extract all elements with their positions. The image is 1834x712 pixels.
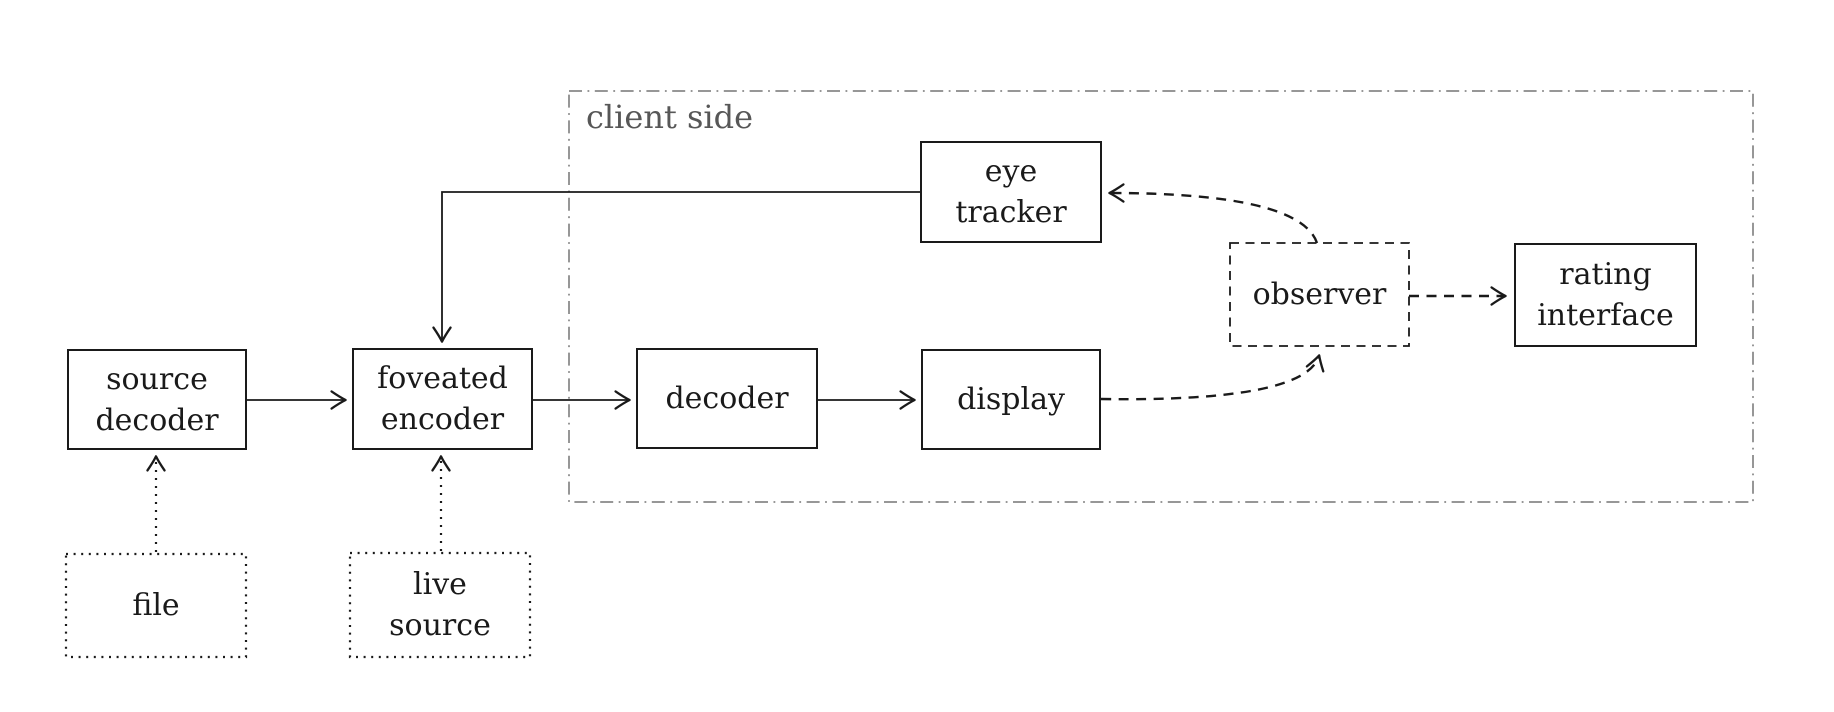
node-label-line: live [413,567,467,602]
node-label-line: display [957,382,1065,417]
node-label-line: rating [1559,257,1652,292]
node-label-line: interface [1537,298,1674,333]
client-side-group-frame [568,90,1754,503]
live-source-box-border [348,551,532,659]
node-decoder: decoder [636,348,818,449]
client-side-group-label: client side [586,98,754,136]
node-label-line: decoder [95,402,219,438]
node-label-line: foveated [377,361,508,396]
node-label-line: observer [1252,277,1387,312]
node-display: display [921,349,1101,450]
node-label-line: decoder [665,381,789,416]
node-observer: observer [1230,243,1409,346]
edge-observer-eye-tracker [1108,183,1319,244]
node-label-line: source [106,361,208,397]
node-live-source: live source [350,553,530,657]
file-box-border [64,552,248,659]
node-label-line: eye [984,154,1038,189]
node-label-line: source [389,608,491,643]
node-source-decoder: source decoder [67,349,247,450]
node-foveated-encoder: foveated encoder [352,348,533,450]
edge-eye-tracker-foveated-encoder [432,191,920,343]
observer-box-border [1229,242,1410,347]
node-eye-tracker: eye tracker [920,141,1102,243]
node-label-line: file [132,588,180,623]
node-rating-interface: rating interface [1514,243,1697,347]
node-label-line: tracker [955,195,1067,230]
node-label-line: encoder [380,402,505,437]
node-file: file [66,554,246,657]
edge-display-observer [1100,354,1325,401]
